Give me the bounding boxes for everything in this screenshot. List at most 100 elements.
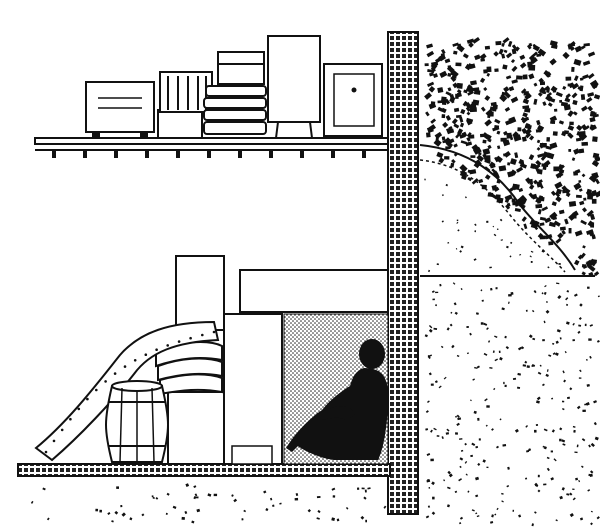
soil-speckle [499, 357, 503, 361]
soil-speckle [360, 515, 365, 520]
soil-speckle [513, 134, 522, 142]
soil-speckle [446, 327, 450, 331]
soil-speckle [426, 479, 431, 483]
soil-speckle [441, 136, 446, 141]
soil-speckle [482, 139, 487, 144]
soil-speckle [501, 307, 505, 311]
soil-speckle [554, 108, 558, 112]
soil-speckle [425, 428, 429, 431]
floor-joist [145, 150, 149, 158]
soil-speckle [537, 48, 547, 57]
soil-speckle [552, 131, 558, 136]
soil-speckle [499, 94, 508, 103]
soil-speckle [522, 74, 528, 80]
soil-speckle [455, 62, 462, 67]
soil-speckle [465, 106, 471, 112]
soil-speckle [596, 516, 600, 520]
soil-speckle [345, 506, 349, 510]
soil-speckle [482, 148, 491, 156]
stitch-dot [69, 417, 72, 421]
soil-speckle [562, 443, 566, 446]
soil-speckle [520, 160, 525, 166]
soil-speckle [485, 424, 488, 427]
soil-speckle [568, 149, 572, 152]
soil-speckle [587, 489, 591, 492]
soil-speckle [462, 53, 469, 59]
soil-speckle [488, 161, 496, 169]
soil-speckle [576, 444, 579, 448]
soil-speckle [427, 81, 435, 87]
soil-speckle [473, 146, 482, 155]
soil-speckle [507, 301, 510, 304]
soil-speckle [505, 204, 511, 210]
overhead-slab [239, 269, 389, 313]
soil-speckle [559, 226, 566, 231]
soil-speckle [567, 110, 574, 118]
soil-speckle [546, 92, 553, 98]
soil-speckle [501, 500, 504, 503]
soil-speckle [512, 183, 519, 191]
soil-speckle [528, 334, 533, 339]
soil-speckle [503, 130, 508, 136]
mound-contour-inner [419, 159, 566, 273]
soil-speckle [432, 496, 435, 500]
soil-speckle [537, 91, 543, 97]
soil-speckle [511, 44, 517, 50]
soil-speckle [530, 250, 534, 253]
soil-speckle [537, 489, 541, 493]
soil-speckle [590, 470, 594, 474]
soil-speckle [428, 269, 431, 273]
soil-speckle [561, 439, 566, 443]
soil-speckle [530, 261, 533, 263]
soil-speckle [508, 294, 512, 297]
person-sitting-silhouette-icon [286, 339, 389, 460]
soil-speckle [474, 54, 481, 61]
soil-speckle [524, 107, 531, 113]
soil-speckle [518, 346, 522, 351]
soil-speckle [487, 138, 492, 143]
soil-speckle [458, 478, 463, 482]
soil-speckle [526, 92, 532, 99]
soil-speckle [504, 106, 511, 112]
soil-speckle [587, 72, 595, 80]
soil-speckle [452, 70, 459, 77]
soil-speckle [195, 496, 199, 499]
soil-speckle [457, 43, 462, 49]
soil-speckle [435, 57, 442, 64]
soil-speckle [545, 94, 553, 102]
soil-speckle [585, 358, 588, 361]
soil-speckle [579, 200, 585, 206]
soil-speckle [486, 405, 490, 408]
soil-speckle [531, 364, 536, 368]
soil-speckle [129, 517, 133, 521]
soil-speckle [491, 184, 498, 191]
soil-speckle [506, 202, 511, 207]
soil-speckle [531, 193, 538, 200]
soil-speckle [448, 473, 453, 478]
soil-speckle [270, 497, 273, 501]
soil-speckle [555, 340, 559, 344]
cushion-3 [159, 373, 223, 396]
knob-icon [351, 87, 357, 93]
soil-speckle [459, 116, 464, 123]
soil-speckle [441, 220, 444, 223]
basement-floor [17, 463, 391, 477]
soil-speckle [191, 520, 195, 524]
soil-speckle [510, 169, 517, 176]
soil-speckle [550, 120, 556, 125]
soil-speckle [547, 102, 553, 107]
soil-speckle [537, 209, 542, 215]
soil-speckle [471, 178, 479, 185]
soil-speckle [585, 261, 592, 268]
soil-speckle [593, 271, 600, 277]
soil-speckle [447, 241, 450, 244]
soil-speckle [579, 369, 582, 373]
soil-speckle [561, 400, 565, 403]
soil-speckle [536, 198, 541, 204]
soil-speckle [572, 339, 575, 342]
soil-speckle [532, 51, 538, 57]
stitch-dot [212, 330, 216, 334]
soil-speckle [593, 422, 597, 426]
soil-speckle [469, 332, 472, 336]
